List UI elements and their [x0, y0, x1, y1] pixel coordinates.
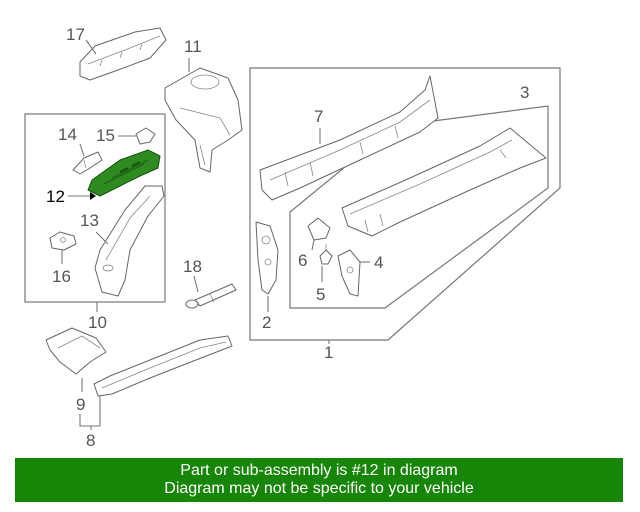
callout-16[interactable]: 16: [52, 250, 71, 286]
svg-text:7: 7: [314, 107, 323, 126]
info-banner: Part or sub-assembly is #12 in diagram D…: [15, 458, 623, 502]
callout-1[interactable]: 1: [324, 340, 333, 362]
svg-text:13: 13: [80, 211, 99, 230]
part-9[interactable]: [45, 327, 107, 375]
banner-line-1: Part or sub-assembly is #12 in diagram: [180, 462, 458, 479]
svg-text:3: 3: [520, 83, 529, 102]
svg-text:14: 14: [58, 125, 77, 144]
svg-text:2: 2: [262, 313, 271, 332]
part-18[interactable]: [185, 283, 237, 309]
svg-text:11: 11: [184, 37, 202, 56]
part-17[interactable]: [79, 27, 167, 81]
group-box-10: [24, 113, 166, 303]
callout-10[interactable]: 10: [88, 302, 107, 332]
callout-11[interactable]: 11: [184, 37, 202, 72]
part-5[interactable]: [319, 244, 333, 265]
callout-15[interactable]: 15: [96, 126, 136, 145]
callout-4[interactable]: 4: [360, 253, 383, 272]
callout-17[interactable]: 17: [66, 25, 97, 55]
callout-8[interactable]: 8: [79, 396, 101, 450]
callout-7[interactable]: 7: [314, 107, 323, 144]
svg-text:4: 4: [374, 253, 383, 272]
part-15[interactable]: [135, 127, 156, 145]
part-11[interactable]: [164, 67, 243, 173]
part-7[interactable]: [259, 75, 439, 201]
part-16[interactable]: [49, 231, 77, 251]
svg-text:6: 6: [298, 251, 307, 270]
svg-text:17: 17: [66, 25, 85, 44]
part-13[interactable]: [94, 185, 165, 297]
group-box-1: [249, 67, 561, 341]
parts-diagram: 17 11 14 15 12 13 16 10 18 7 3 6: [24, 25, 561, 450]
part-14[interactable]: [72, 151, 103, 175]
callout-5[interactable]: 5: [316, 266, 325, 304]
banner-line-2: Diagram may not be specific to your vehi…: [164, 480, 474, 497]
svg-text:18: 18: [183, 257, 202, 276]
svg-text:16: 16: [52, 267, 71, 286]
svg-text:1: 1: [324, 343, 333, 362]
svg-text:10: 10: [88, 313, 107, 332]
callout-14[interactable]: 14: [58, 125, 85, 157]
callout-18[interactable]: 18: [183, 257, 202, 293]
part-2[interactable]: [255, 221, 279, 295]
part-3[interactable]: [341, 127, 547, 237]
part-4[interactable]: [337, 249, 361, 297]
callout-9[interactable]: 9: [76, 378, 85, 414]
part-6[interactable]: [307, 217, 331, 241]
svg-text:8: 8: [86, 431, 95, 450]
callout-12[interactable]: 12: [46, 187, 96, 206]
svg-text:5: 5: [316, 285, 325, 304]
svg-text:9: 9: [76, 395, 85, 414]
callout-2[interactable]: 2: [262, 296, 271, 332]
part-12-highlighted[interactable]: [87, 149, 161, 197]
callout-3[interactable]: 3: [520, 83, 529, 102]
callout-6[interactable]: 6: [298, 239, 315, 270]
callout-13[interactable]: 13: [80, 211, 109, 245]
svg-text:15: 15: [96, 126, 115, 145]
svg-text:12: 12: [46, 187, 65, 206]
part-8[interactable]: [93, 335, 233, 397]
